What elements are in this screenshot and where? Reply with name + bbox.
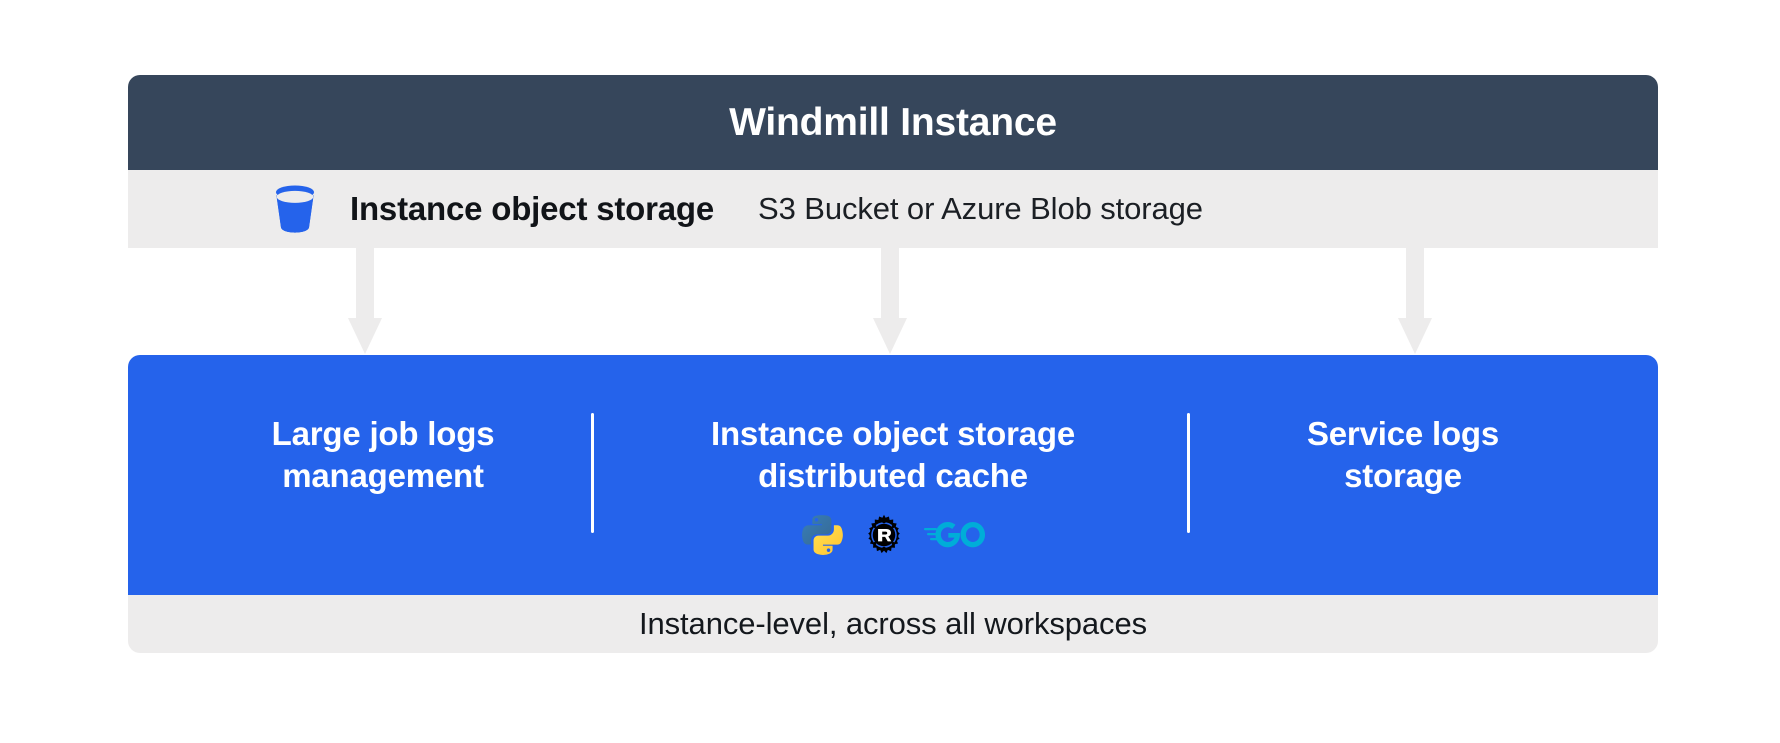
footer-label: Instance-level, across all workspaces: [638, 606, 1147, 641]
feature-title: Service logs storage: [1306, 415, 1500, 495]
arrow-shaft: [1406, 248, 1424, 320]
arrow-to-distributed-cache: [873, 248, 907, 355]
windmill-instance-diagram: Windmill Instance Instance object storag…: [128, 75, 1658, 653]
column-divider: [1187, 413, 1190, 533]
feature-column-service-logs-storage: Service logs storage: [1148, 355, 1658, 595]
arrow-to-service-logs: [1398, 248, 1432, 355]
feature-column-instance-object-storage-distributed-cache: Instance object storage distributed cach…: [638, 355, 1148, 595]
arrow-head-icon: [873, 318, 907, 354]
arrow-to-large-job-logs: [348, 248, 382, 355]
features-band: Large job logs management Instance objec…: [128, 355, 1658, 595]
connector-area: [128, 248, 1658, 355]
instance-object-storage-label: Instance object storage: [350, 190, 715, 227]
feature-column-large-job-logs-management: Large job logs management: [128, 355, 638, 595]
rust-icon: [868, 515, 900, 554]
arrow-head-icon: [348, 318, 382, 354]
feature-title: Instance object storage distributed cach…: [710, 415, 1075, 495]
page-title: Windmill Instance: [729, 100, 1057, 144]
instance-header-band: Windmill Instance: [128, 75, 1658, 170]
language-icon-row: [800, 513, 986, 557]
column-divider: [591, 413, 594, 533]
python-icon: [802, 515, 843, 556]
go-icon: [924, 522, 986, 548]
feature-title: Large job logs management: [271, 415, 495, 495]
arrow-shaft: [356, 248, 374, 320]
instance-scope-footer: Instance-level, across all workspaces: [128, 595, 1658, 653]
s3-bucket-icon: [275, 185, 315, 233]
instance-object-storage-band: Instance object storage S3 Bucket or Azu…: [128, 170, 1658, 248]
arrow-head-icon: [1398, 318, 1432, 354]
instance-object-storage-sublabel: S3 Bucket or Azure Blob storage: [758, 191, 1203, 226]
arrow-shaft: [881, 248, 899, 320]
